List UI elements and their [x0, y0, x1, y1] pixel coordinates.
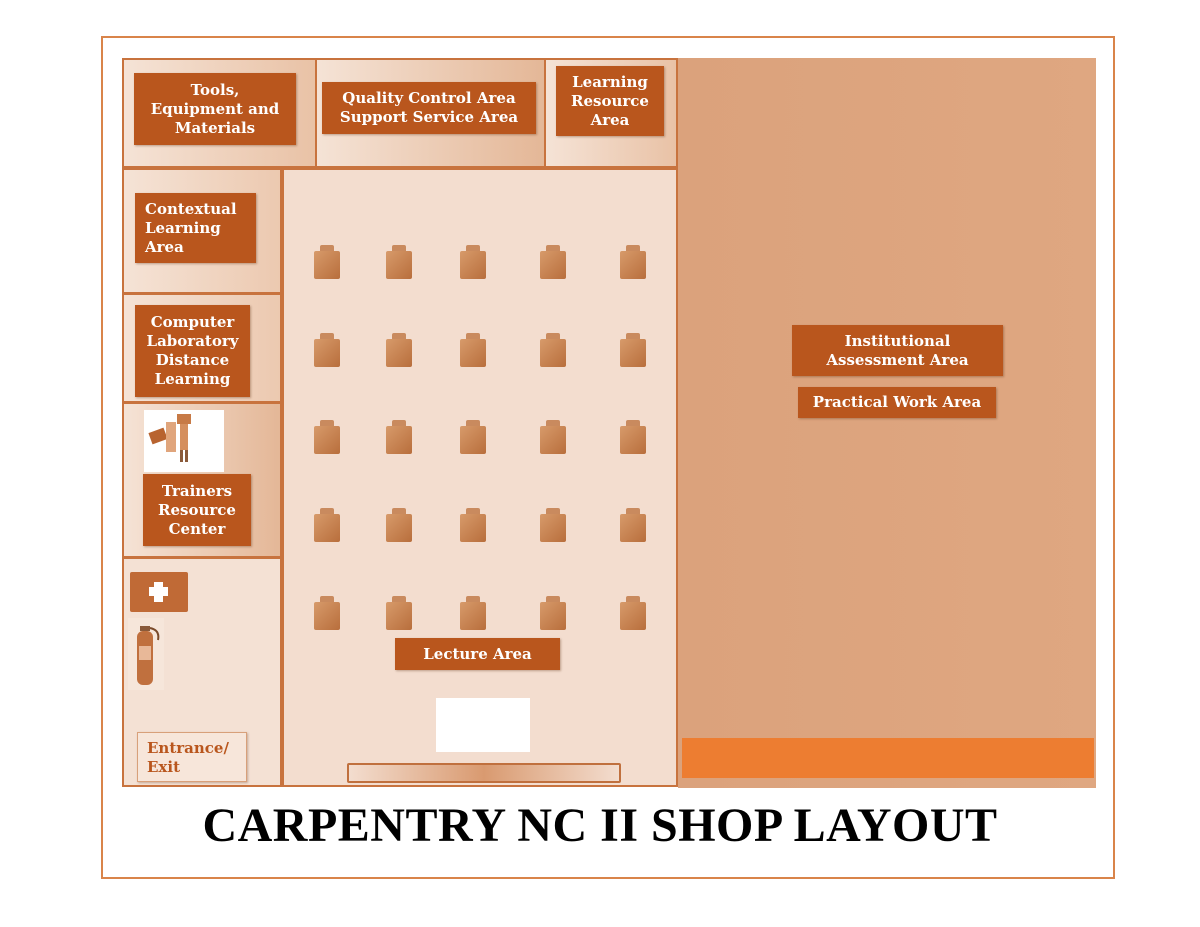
assessment-room: [678, 58, 1096, 788]
student-desk-icon: [310, 333, 344, 369]
lecture-area-label: Lecture Area: [395, 638, 560, 670]
student-desk-icon: [456, 420, 490, 456]
student-desk-icon: [310, 245, 344, 281]
entrance-exit-label: Entrance/ Exit: [137, 732, 247, 782]
learning-resource-label: Learning Resource Area: [556, 66, 664, 136]
orange-strip: [682, 738, 1094, 778]
student-desk-icon: [616, 245, 650, 281]
lecture-room: [282, 168, 678, 787]
student-desk-icon: [382, 333, 416, 369]
student-desk-icon: [616, 508, 650, 544]
practical-work-label: Practical Work Area: [798, 387, 996, 418]
contextual-learning-label: Contextual Learning Area: [135, 193, 256, 263]
student-desk-icon: [456, 245, 490, 281]
trainer-icon: [144, 410, 224, 472]
page-title: CARPENTRY NC II SHOP LAYOUT: [202, 799, 998, 852]
student-desk-icon: [382, 420, 416, 456]
whiteboard: [347, 763, 621, 783]
student-desk-icon: [536, 596, 570, 632]
student-desk-icon: [456, 508, 490, 544]
student-desk-icon: [536, 508, 570, 544]
tools-equipment-materials-label: Tools, Equipment and Materials: [134, 73, 296, 145]
student-desk-icon: [382, 596, 416, 632]
first-aid-icon: [130, 572, 188, 612]
student-desk-icon: [536, 245, 570, 281]
student-desk-icon: [310, 508, 344, 544]
trainers-resource-label: Trainers Resource Center: [143, 474, 251, 546]
student-desk-icon: [536, 420, 570, 456]
student-desk-icon: [382, 245, 416, 281]
fire-extinguisher-icon: [128, 618, 164, 690]
quality-control-label: Quality Control Area Support Service Are…: [322, 82, 536, 134]
trainer-table: [436, 698, 530, 752]
student-desk-icon: [616, 596, 650, 632]
student-desk-icon: [310, 596, 344, 632]
student-desk-icon: [536, 333, 570, 369]
computer-lab-label: Computer Laboratory Distance Learning: [135, 305, 250, 397]
student-desk-icon: [616, 420, 650, 456]
student-desk-icon: [456, 596, 490, 632]
student-desk-icon: [616, 333, 650, 369]
student-desk-icon: [456, 333, 490, 369]
institutional-assessment-label: Institutional Assessment Area: [792, 325, 1003, 376]
student-desk-icon: [382, 508, 416, 544]
student-desk-icon: [310, 420, 344, 456]
